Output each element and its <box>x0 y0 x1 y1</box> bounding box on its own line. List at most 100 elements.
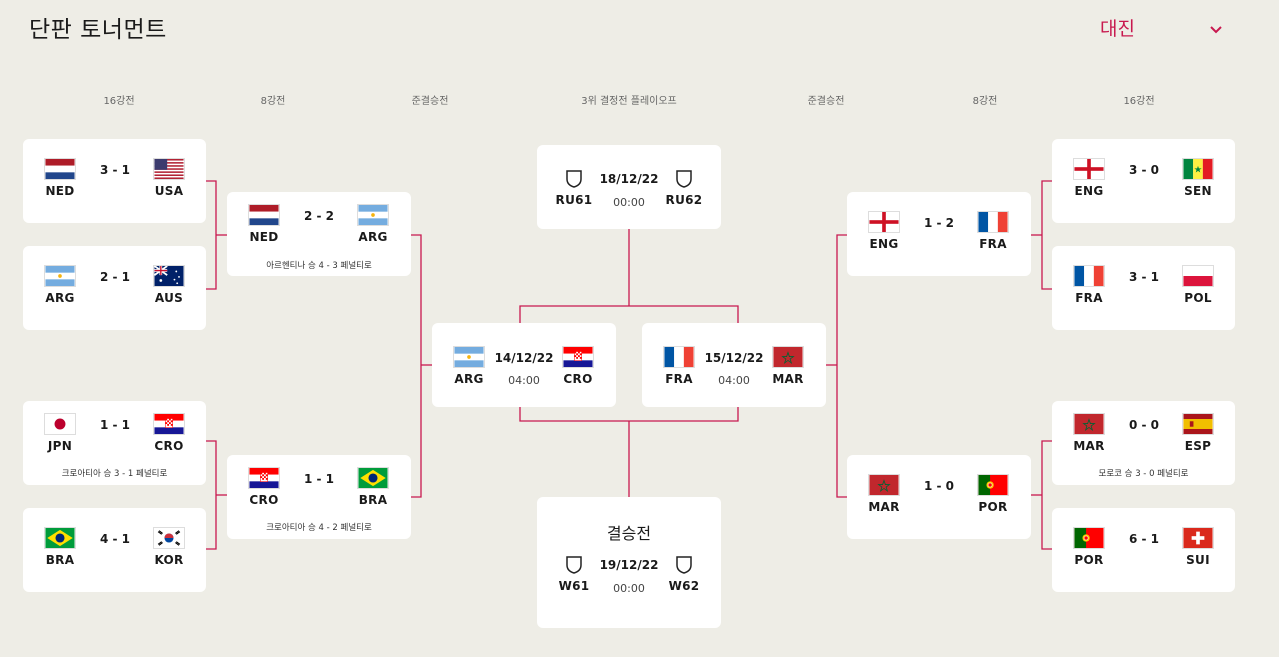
team-code: FRA <box>1075 291 1103 305</box>
match-card-fra-pol[interactable]: FRA 3 - 1 POL <box>1052 246 1235 330</box>
team-code: W61 <box>558 579 590 593</box>
match-card-ned-usa[interactable]: NED 3 - 1 USA <box>23 139 206 223</box>
team-away: CRO <box>141 413 197 453</box>
match-date: 19/12/22 <box>599 558 659 572</box>
team-code: ARG <box>45 291 75 305</box>
match-card-mar-esp[interactable]: MAR 0 - 0 ESP 모로코 승 3 - 0 페널티로 <box>1052 401 1235 485</box>
team-code: SEN <box>1184 184 1212 198</box>
team-code: CRO <box>154 439 184 453</box>
match-card-fra-mar[interactable]: FRA 15/12/22 04:00 MAR <box>642 323 826 407</box>
switzerland-flag-icon <box>1182 527 1214 549</box>
match-time: 04:00 <box>718 374 750 387</box>
team-home: MAR <box>1061 413 1117 453</box>
match-card-jpn-cro[interactable]: JPN 1 - 1 CRO 크로아티아 승 3 - 1 페널티로 <box>23 401 206 485</box>
team-away: BRA <box>345 467 401 507</box>
croatia-flag-icon <box>248 467 280 489</box>
team-code: ARG <box>454 372 484 386</box>
brazil-flag-icon <box>44 527 76 549</box>
match-time: 00:00 <box>613 196 645 209</box>
round-header-left-sf: 준결승전 <box>411 96 449 107</box>
match-card-eng-sen[interactable]: ENG 3 - 0 SEN <box>1052 139 1235 223</box>
netherlands-flag-icon <box>44 158 76 180</box>
team-home: FRA <box>1061 265 1117 305</box>
england-flag-icon <box>1073 158 1105 180</box>
match-score: 3 - 1 <box>99 163 131 177</box>
final-title: 결승전 <box>606 524 652 543</box>
page-title: 단판 토너먼트 <box>29 17 167 43</box>
match-date: 15/12/22 <box>704 351 764 365</box>
team-code: AUS <box>154 291 184 305</box>
round-header-right-qf: 8강전 <box>972 96 998 107</box>
portugal-flag-icon <box>977 474 1009 496</box>
team-away: KOR <box>141 527 197 567</box>
team-code: W62 <box>668 579 700 593</box>
korea-flag-icon <box>153 527 185 549</box>
netherlands-flag-icon <box>248 204 280 226</box>
match-date: 18/12/22 <box>599 172 659 186</box>
team-code: ESP <box>1184 439 1212 453</box>
team-home: MAR <box>856 474 912 514</box>
team-code: USA <box>154 184 184 198</box>
team-home: ARG <box>441 346 497 386</box>
argentina-flag-icon <box>453 346 485 368</box>
match-score: 0 - 0 <box>1128 418 1160 432</box>
match-card-ned-arg[interactable]: NED 2 - 2 ARG 아르헨티나 승 4 - 3 페널티로 <box>227 192 411 276</box>
match-score: 1 - 1 <box>99 418 131 432</box>
round-header-right-r16: 16강전 <box>1123 96 1155 107</box>
team-code: MAR <box>868 500 900 514</box>
team-home: FRA <box>651 346 707 386</box>
team-code: NED <box>45 184 75 198</box>
team-code: CRO <box>249 493 279 507</box>
match-card-cro-bra[interactable]: CRO 1 - 1 BRA 크로아티아 승 4 - 2 페널티로 <box>227 455 411 539</box>
team-away: RU62 <box>656 169 712 207</box>
team-away: ESP <box>1170 413 1226 453</box>
team-code: FRA <box>665 372 693 386</box>
japan-flag-icon <box>44 413 76 435</box>
portugal-flag-icon <box>1073 527 1105 549</box>
penalty-note: 아르헨티나 승 4 - 3 페널티로 <box>266 261 372 271</box>
team-home: NED <box>32 158 88 198</box>
team-away: FRA <box>965 211 1021 251</box>
match-card-eng-fra[interactable]: ENG 1 - 2 FRA <box>847 192 1031 276</box>
team-code: ARG <box>358 230 388 244</box>
team-home: ARG <box>32 265 88 305</box>
match-card-arg-cro[interactable]: ARG 14/12/22 04:00 CRO <box>432 323 616 407</box>
match-time: 04:00 <box>508 374 540 387</box>
team-code: MAR <box>772 372 804 386</box>
match-date: 14/12/22 <box>494 351 554 365</box>
shield-icon <box>676 170 692 188</box>
match-score: 2 - 2 <box>303 209 335 223</box>
team-away: USA <box>141 158 197 198</box>
round-header-left-qf: 8강전 <box>260 96 286 107</box>
team-home: BRA <box>32 527 88 567</box>
match-score: 1 - 2 <box>923 216 955 230</box>
bracket-view-dropdown[interactable]: 대진 <box>1100 14 1230 44</box>
team-code: SUI <box>1186 553 1210 567</box>
team-away: CRO <box>550 346 606 386</box>
match-score: 6 - 1 <box>1128 532 1160 546</box>
shield-icon <box>676 556 692 574</box>
senegal-flag-icon <box>1182 158 1214 180</box>
team-home: W61 <box>546 555 602 593</box>
match-card-por-sui[interactable]: POR 6 - 1 SUI <box>1052 508 1235 592</box>
match-card-bra-kor[interactable]: BRA 4 - 1 KOR <box>23 508 206 592</box>
team-code: ENG <box>1074 184 1104 198</box>
match-card-mar-por[interactable]: MAR 1 - 0 POR <box>847 455 1031 539</box>
match-card-arg-aus[interactable]: ARG 2 - 1 AUS <box>23 246 206 330</box>
chevron-down-icon <box>1210 26 1222 34</box>
match-score: 3 - 1 <box>1128 270 1160 284</box>
team-away: SUI <box>1170 527 1226 567</box>
match-time: 00:00 <box>613 582 645 595</box>
round-header-left-r16: 16강전 <box>103 96 135 107</box>
team-home: NED <box>236 204 292 244</box>
team-code: ENG <box>869 237 899 251</box>
match-card-third-place[interactable]: RU61 18/12/22 00:00 RU62 <box>537 145 721 229</box>
team-away: MAR <box>760 346 816 386</box>
shield-icon <box>566 556 582 574</box>
team-code: POL <box>1184 291 1212 305</box>
match-card-final[interactable]: 결승전 W61 19/12/22 00:00 W62 <box>537 497 721 628</box>
team-away: ARG <box>345 204 401 244</box>
poland-flag-icon <box>1182 265 1214 287</box>
france-flag-icon <box>663 346 695 368</box>
